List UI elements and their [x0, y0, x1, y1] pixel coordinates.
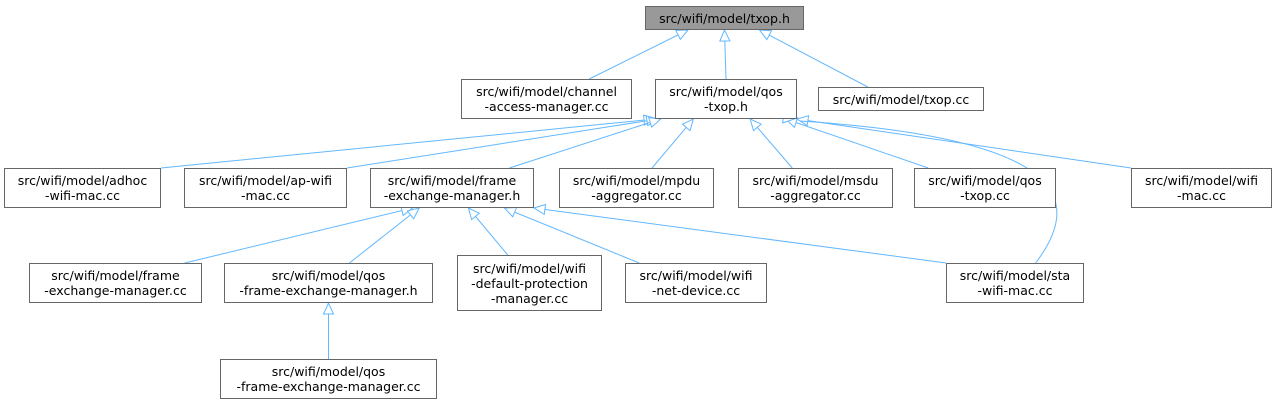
node-label: src/wifi/model/sta -wifi-mac.cc: [959, 268, 1071, 298]
edge-arrowhead: [532, 203, 547, 216]
node-qos-frame-exchange-manager-h[interactable]: src/wifi/model/qos -frame-exchange-manag…: [224, 263, 433, 303]
node-ap-wifi-mac-cc[interactable]: src/wifi/model/ap-wifi -mac.cc: [184, 168, 347, 208]
edge-qfem_cc-to-qfem_h: [322, 301, 335, 359]
edge-arrowhead: [322, 301, 335, 315]
node-qos-txop-h[interactable]: src/wifi/model/qos -txop.h: [655, 79, 797, 119]
node-label: src/wifi/model/qos -txop.h: [669, 84, 783, 114]
node-label: src/wifi/model/txop.h: [659, 10, 790, 26]
edge-line: [509, 118, 661, 169]
node-label: src/wifi/model/msdu -aggregator.cc: [752, 173, 879, 203]
edge-fem_cc-to-fem_h: [184, 205, 414, 264]
edge-adhoc_cc-to-qos_txop_h: [160, 114, 657, 169]
edge-line: [184, 207, 413, 264]
edge-arrowhead: [795, 114, 810, 127]
node-adhoc-wifi-mac-cc[interactable]: src/wifi/model/adhoc -wifi-mac.cc: [4, 168, 161, 208]
edge-line: [759, 29, 869, 88]
node-qos-frame-exchange-manager-cc[interactable]: src/wifi/model/qos -frame-exchange-manag…: [220, 359, 437, 399]
node-label: src/wifi/model/frame -exchange-manager.c…: [44, 268, 187, 298]
node-txop-h: src/wifi/model/txop.h: [645, 6, 804, 30]
node-label: src/wifi/model/qos -txop.cc: [928, 173, 1042, 203]
edge-line: [160, 118, 656, 169]
edge-arrowhead: [681, 118, 695, 132]
node-frame-exchange-manager-cc[interactable]: src/wifi/model/frame -exchange-manager.c…: [29, 263, 202, 303]
edge-cam_cc-to-txop_h: [589, 29, 690, 80]
node-label: src/wifi/model/frame -exchange-manager.h: [383, 173, 521, 203]
edge-arrowhead: [406, 207, 421, 220]
edge-fem_h-to-qos_txop_h: [509, 117, 662, 169]
edge-arrowhead: [758, 29, 773, 41]
edge-line: [349, 207, 420, 264]
node-mpdu-aggregator-cc[interactable]: src/wifi/model/mpdu -aggregator.cc: [559, 168, 714, 208]
node-label: src/wifi/model/ap-wifi -mac.cc: [198, 173, 333, 203]
edge-mpdu_cc-to-qos_txop_h: [651, 118, 695, 169]
node-wifi-default-protection-manager-cc[interactable]: src/wifi/model/wifi -default-protection …: [457, 255, 602, 311]
edge-arrowhead: [719, 28, 731, 42]
node-label: src/wifi/model/adhoc -wifi-mac.cc: [17, 173, 148, 203]
edge-arrowhead: [675, 29, 690, 41]
edge-wifi_mac_cc-to-qos_txop_h: [795, 114, 1132, 169]
node-label: src/wifi/model/mpdu -aggregator.cc: [572, 173, 701, 203]
node-msdu-aggregator-cc[interactable]: src/wifi/model/msdu -aggregator.cc: [738, 168, 893, 208]
edge-line: [504, 207, 640, 264]
node-label: src/wifi/model/qos -frame-exchange-manag…: [239, 268, 418, 298]
edge-txop_cc-to-txop_h: [758, 29, 869, 88]
node-txop-cc[interactable]: src/wifi/model/txop.cc: [818, 87, 984, 111]
node-frame-exchange-manager-h[interactable]: src/wifi/model/frame -exchange-manager.h: [370, 168, 534, 208]
node-label: src/wifi/model/txop.cc: [832, 91, 970, 107]
edge-line: [533, 207, 947, 264]
node-qos-txop-cc[interactable]: src/wifi/model/qos -txop.cc: [914, 168, 1056, 208]
edge-line: [589, 29, 689, 80]
edge-dpm_cc-to-fem_h: [467, 207, 509, 256]
node-label: src/wifi/model/wifi -mac.cc: [1145, 173, 1258, 203]
edge-arrowhead: [503, 206, 518, 218]
edge-arrowhead: [749, 118, 763, 132]
edge-qos_txop_h-to-txop_h: [719, 28, 731, 80]
edge-sta_cc-to-fem_h: [532, 203, 947, 264]
node-wifi-net-device-cc[interactable]: src/wifi/model/wifi -net-device.cc: [625, 263, 767, 303]
edge-arrowhead: [647, 117, 662, 129]
edge-line: [785, 118, 929, 169]
node-channel-access-manager-cc[interactable]: src/wifi/model/channel -access-manager.c…: [461, 79, 632, 119]
node-label: src/wifi/model/channel -access-manager.c…: [476, 84, 617, 114]
node-sta-wifi-mac-cc[interactable]: src/wifi/model/sta -wifi-mac.cc: [946, 263, 1084, 303]
edge-line: [346, 118, 658, 169]
node-label: src/wifi/model/wifi -default-protection …: [471, 260, 588, 306]
edge-arrowhead: [467, 207, 481, 221]
node-label: src/wifi/model/wifi -net-device.cc: [639, 268, 753, 298]
edge-qfem_h-to-fem_h: [349, 207, 421, 264]
node-wifi-mac-cc[interactable]: src/wifi/model/wifi -mac.cc: [1131, 168, 1272, 208]
edge-msdu_cc-to-qos_txop_h: [749, 118, 793, 169]
node-label: src/wifi/model/qos -frame-exchange-manag…: [236, 364, 421, 394]
